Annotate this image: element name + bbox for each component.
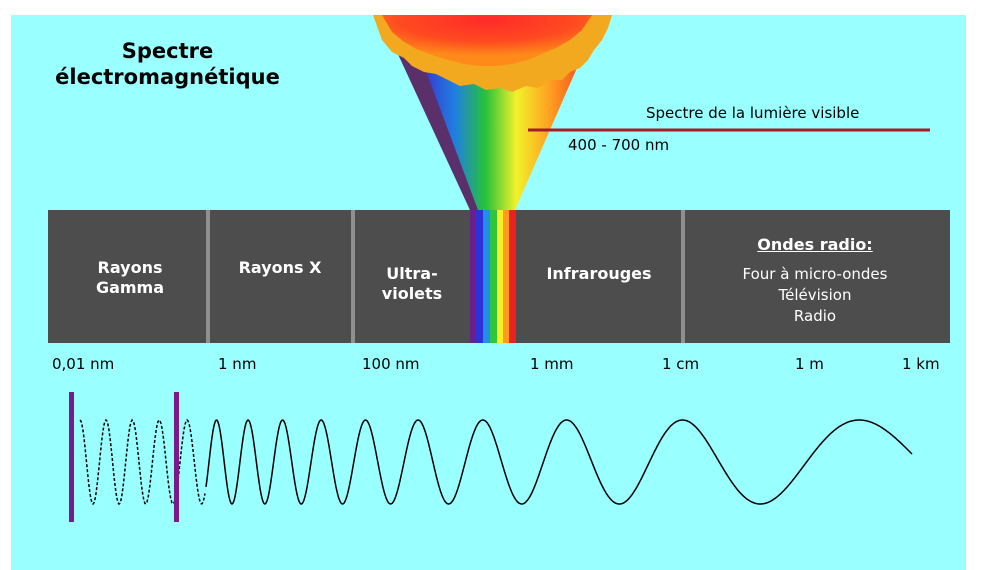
light-cone-edge bbox=[380, 15, 478, 210]
visible-spectrum-label: Spectre de la lumière visible bbox=[646, 104, 860, 122]
band-xray: Rayons X bbox=[212, 258, 348, 278]
tick-label: 1 m bbox=[795, 355, 824, 373]
radio-applications: Four à micro-ondes Télévision Radio bbox=[690, 264, 940, 327]
band-uv-line1: Ultra- bbox=[386, 264, 438, 283]
title-line1: Spectre bbox=[121, 39, 214, 63]
tick-label: 1 cm bbox=[662, 355, 700, 373]
radio-app-television: Télévision bbox=[778, 286, 852, 304]
band-separator-3 bbox=[681, 210, 685, 343]
tick-label: 100 nm bbox=[362, 355, 420, 373]
band-gamma-line1: Rayons bbox=[97, 258, 163, 277]
radio-app-microwave: Four à micro-ondes bbox=[742, 265, 888, 283]
band-infrared: Infrarouges bbox=[520, 264, 678, 284]
band-separator-2 bbox=[351, 210, 355, 343]
sun-core bbox=[382, 15, 592, 66]
band-gamma-line2: Gamma bbox=[95, 278, 165, 297]
wave-solid-segment bbox=[205, 419, 913, 505]
wave-marker-right bbox=[174, 392, 179, 522]
band-infrared-line1: Infrarouges bbox=[546, 264, 652, 283]
visible-spectrum-range: 400 - 700 nm bbox=[568, 136, 670, 154]
tick-label: 1 km bbox=[902, 355, 940, 373]
title-line2: électromagnétique bbox=[55, 65, 280, 89]
band-ultraviolet: Ultra- violets bbox=[357, 264, 467, 304]
radio-app-radio: Radio bbox=[793, 307, 837, 325]
visible-light-strip bbox=[470, 210, 516, 343]
band-uv-line2: violets bbox=[381, 284, 443, 303]
band-gamma: Rayons Gamma bbox=[60, 258, 200, 298]
diagram-title: Spectre électromagnétique bbox=[0, 38, 335, 90]
radio-title: Ondes radio: bbox=[757, 235, 873, 254]
band-xray-line1: Rayons X bbox=[238, 258, 322, 277]
band-separator-1 bbox=[206, 210, 210, 343]
wave-dashed-segment bbox=[79, 418, 206, 506]
tick-label: 1 nm bbox=[218, 355, 257, 373]
tick-label: 1 mm bbox=[530, 355, 574, 373]
wave-marker-left bbox=[69, 392, 74, 522]
tick-label: 0,01 nm bbox=[52, 355, 115, 373]
